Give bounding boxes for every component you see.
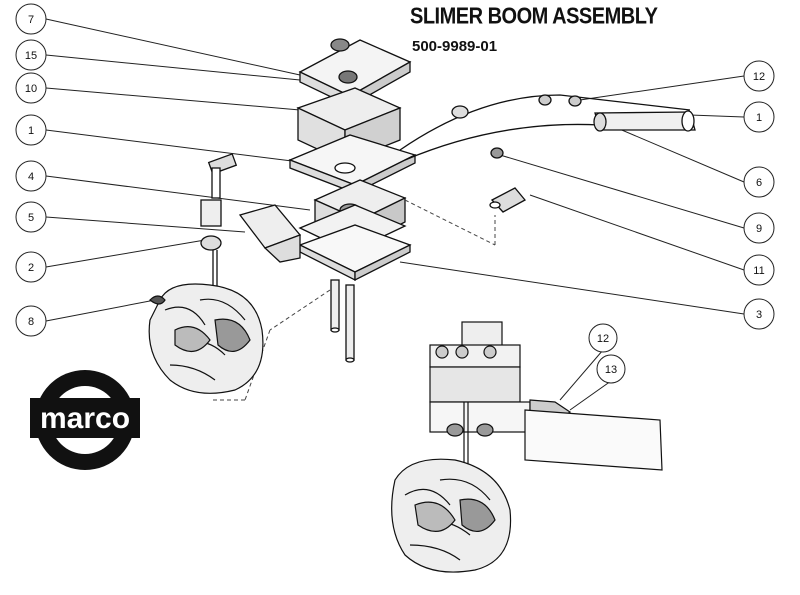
svg-text:9: 9 <box>756 223 762 235</box>
svg-text:3: 3 <box>756 309 762 321</box>
leader-line <box>45 18 301 76</box>
callout-1-right: 1 <box>743 101 775 133</box>
bushing-part <box>200 199 222 227</box>
diagram-title: SLIMER BOOM ASSEMBLY <box>410 4 658 30</box>
svg-text:11: 11 <box>753 265 764 277</box>
leader-line <box>579 75 745 101</box>
tube-part <box>524 409 663 471</box>
svg-text:marco: marco <box>40 402 130 435</box>
leader-line <box>45 129 301 163</box>
leader-line <box>399 261 745 315</box>
svg-text:12: 12 <box>597 333 609 345</box>
svg-text:5: 5 <box>28 212 34 224</box>
part-number: 500-9989-01 <box>412 38 498 55</box>
svg-text:6: 6 <box>756 177 762 189</box>
leader-line <box>529 194 745 271</box>
leader-line <box>45 87 301 111</box>
callout-11: 11 <box>743 254 775 286</box>
svg-text:10: 10 <box>25 83 37 95</box>
svg-text:1: 1 <box>28 125 34 137</box>
callout-12-detail: 12 <box>588 323 618 353</box>
svg-text:13: 13 <box>605 364 617 376</box>
callout-12: 12 <box>743 60 775 92</box>
sleeve-part <box>594 111 696 131</box>
svg-text:4: 4 <box>28 171 34 183</box>
leader-line <box>559 349 604 401</box>
collar-part <box>200 235 222 251</box>
boom-assembly-parts <box>200 38 696 363</box>
screw-part <box>490 147 504 159</box>
callout-3: 3 <box>743 298 775 330</box>
callout-9: 9 <box>743 212 775 244</box>
callout-4: 4 <box>15 160 47 192</box>
callout-13-detail: 13 <box>596 354 626 384</box>
svg-text:12: 12 <box>753 71 765 83</box>
svg-text:15: 15 <box>25 50 37 62</box>
screw-part <box>330 38 350 52</box>
svg-text:8: 8 <box>28 316 34 328</box>
slimer-head-figure <box>148 283 264 394</box>
callout-7: 7 <box>15 3 47 35</box>
svg-text:2: 2 <box>28 262 34 274</box>
leader-line <box>45 239 206 268</box>
post-part <box>330 279 340 331</box>
marco-logo: marco <box>30 370 140 470</box>
leader-line <box>45 299 156 322</box>
svg-text:7: 7 <box>28 14 34 26</box>
post-part <box>345 284 355 361</box>
svg-text:1: 1 <box>756 112 762 124</box>
callout-8: 8 <box>15 305 47 337</box>
leader-line <box>45 216 246 233</box>
callout-1: 1 <box>15 114 47 146</box>
callout-10: 10 <box>15 72 47 104</box>
detail-view <box>391 321 663 573</box>
leader-line <box>499 154 745 229</box>
leader-line <box>689 114 745 118</box>
callout-6: 6 <box>743 166 775 198</box>
nut-part <box>338 70 358 84</box>
leader-line <box>45 175 311 211</box>
leader-line <box>609 124 745 183</box>
callout-2: 2 <box>15 251 47 283</box>
leader-line <box>45 54 301 81</box>
callout-5: 5 <box>15 201 47 233</box>
leader-line <box>569 380 612 411</box>
callouts: 7 15 10 1 4 5 2 8 12 1 6 9 11 3 12 13 <box>15 3 775 384</box>
callout-15: 15 <box>15 39 47 71</box>
